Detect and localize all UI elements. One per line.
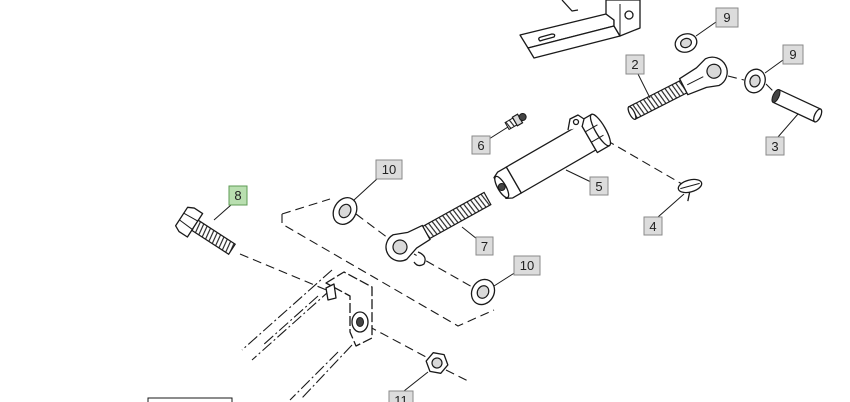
callout-label: 9 xyxy=(789,47,796,62)
callout-label: 3 xyxy=(771,139,778,154)
pin-3 xyxy=(771,89,823,123)
washer-10-upper xyxy=(332,197,358,225)
assembly-lines xyxy=(239,75,777,383)
callout-8[interactable]: 8 xyxy=(213,185,248,221)
tractor-frame-phantom xyxy=(241,269,373,401)
callout-label: 10 xyxy=(382,162,396,177)
tube-clip-tab xyxy=(567,114,585,131)
callout-label: 6 xyxy=(477,138,484,153)
callout-6[interactable]: 6 xyxy=(471,126,509,155)
mounting-bracket xyxy=(519,0,641,59)
adjuster-tube-5 xyxy=(493,113,612,200)
rod-end-2 xyxy=(627,56,728,121)
grease-fitting-6 xyxy=(504,113,527,131)
callout-10-lower[interactable]: 10 xyxy=(493,255,541,287)
callout-9-right[interactable]: 9 xyxy=(764,44,804,74)
callout-label: 8 xyxy=(234,188,241,203)
clip-4 xyxy=(677,178,703,202)
callout-label: 9 xyxy=(723,10,730,25)
nut-11 xyxy=(425,352,449,374)
rod-end-7-hook xyxy=(413,251,426,267)
callout-5[interactable]: 5 xyxy=(565,169,609,196)
washer-9-top xyxy=(674,33,698,53)
callout-7[interactable]: 7 xyxy=(461,226,494,256)
callout-label: 11 xyxy=(394,393,408,402)
callout-label: 10 xyxy=(520,258,534,273)
callout-label: 2 xyxy=(631,57,638,72)
bolt-8 xyxy=(174,206,237,256)
callout-9-top[interactable]: 9 xyxy=(695,7,739,37)
callout-label: 4 xyxy=(649,219,656,234)
callout-2[interactable]: 2 xyxy=(625,54,651,99)
footer-box xyxy=(147,397,233,402)
washer-10-lower xyxy=(470,278,496,306)
callout-11[interactable]: 11 xyxy=(388,371,429,402)
washer-9-right xyxy=(744,68,766,94)
callout-label: 5 xyxy=(595,179,602,194)
rod-end-7 xyxy=(385,191,492,262)
callout-10-upper[interactable]: 10 xyxy=(353,159,403,201)
callout-label: 7 xyxy=(481,239,488,254)
callout-4[interactable]: 4 xyxy=(643,193,685,236)
callout-3[interactable]: 3 xyxy=(765,113,799,156)
